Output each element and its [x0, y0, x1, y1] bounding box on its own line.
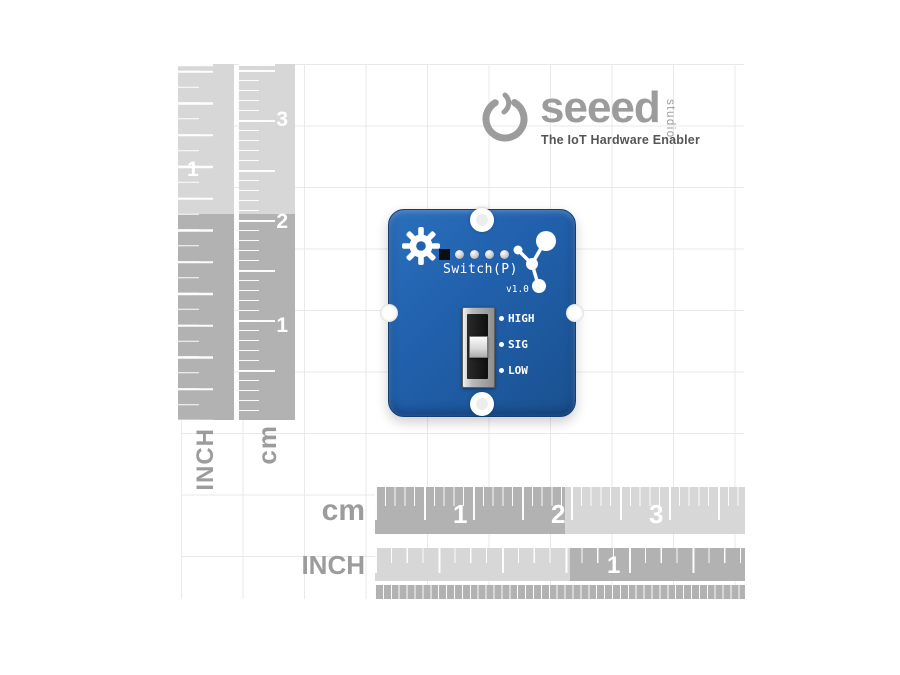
network-icon [513, 231, 556, 293]
edge-notch-right [566, 304, 584, 322]
board-name-silkscreen: Switch(P) [443, 262, 518, 277]
ruler-number: 2 [276, 210, 288, 233]
ruler-number: 1 [276, 314, 288, 337]
pcb-board: Switch(P) v1.0 HIGH SIG [380, 208, 584, 417]
seeed-tagline: The IoT Hardware Enabler [541, 133, 701, 147]
vertical-cm-ruler-label: cm [251, 425, 282, 465]
ruler-number: 1 [453, 499, 468, 529]
vertical-inch-ruler: 1 [178, 64, 234, 420]
via-pad [499, 342, 504, 347]
switch-position-sig: SIG [499, 338, 528, 351]
ruler-number: 3 [276, 108, 288, 131]
ruler-number: 2 [551, 499, 566, 529]
ruler-number: 1 [187, 158, 199, 181]
inch-fine-tick-strip [375, 585, 745, 599]
edge-notch-left [380, 304, 398, 322]
solder-pad [470, 250, 479, 259]
horizontal-cm-ruler-label: cm [321, 494, 365, 527]
solder-pad [485, 250, 494, 259]
board-version-silkscreen: v1.0 [506, 284, 529, 295]
solder-pad [500, 250, 509, 259]
via-pad [499, 368, 504, 373]
vertical-cm-ruler: 3 2 1 [239, 64, 295, 420]
seeed-brand-text: seeed [540, 83, 661, 132]
horizontal-cm-ruler: 1 2 3 [375, 487, 745, 534]
ruler-number: 1 [607, 552, 621, 579]
mounting-hole-top [470, 208, 494, 232]
seeed-mark-icon [482, 92, 528, 142]
mounting-hole-bottom [470, 392, 494, 416]
slide-switch [462, 307, 495, 388]
via-pad [499, 316, 504, 321]
horizontal-inch-ruler-label: INCH [301, 550, 365, 580]
switch-position-high: HIGH [499, 312, 535, 325]
solder-pad [455, 250, 464, 259]
solder-pad-block [439, 249, 450, 260]
grove-gear-icon [402, 227, 440, 265]
seeed-studio-text: studio [664, 99, 676, 139]
ruler-number: 3 [649, 499, 664, 529]
switch-position-low: LOW [499, 364, 528, 377]
vertical-inch-ruler-label: INCH [192, 427, 219, 491]
horizontal-inch-ruler: 1 [375, 548, 745, 581]
switch-knob [469, 336, 488, 358]
